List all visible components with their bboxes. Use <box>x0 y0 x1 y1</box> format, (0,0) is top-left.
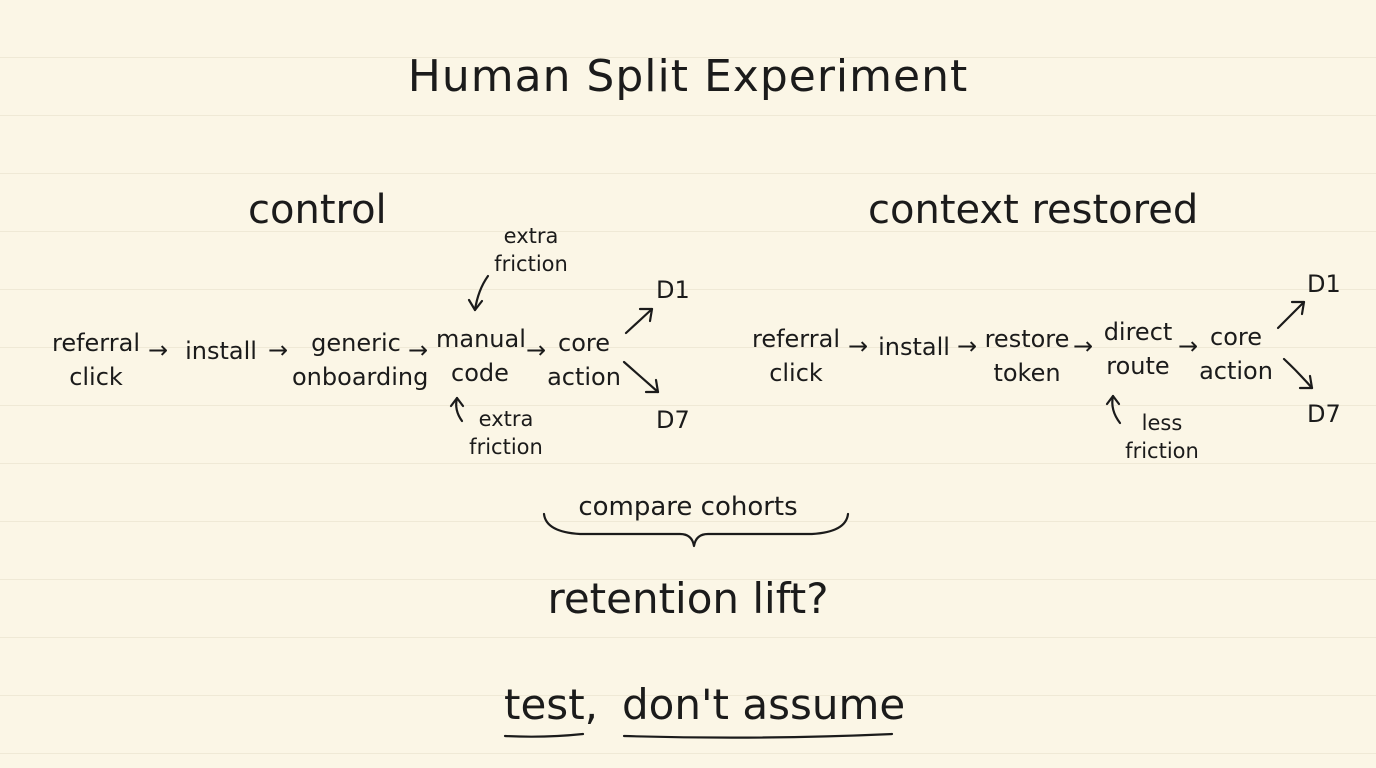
treatment-step-install: install <box>878 333 950 361</box>
control-step-generic-onboarding: generic onboarding <box>292 329 429 391</box>
flow-arrow: → <box>848 332 869 360</box>
control-step-referral-click: referral click <box>51 329 140 391</box>
control-step-install: install <box>185 337 257 365</box>
arrowhead <box>449 396 465 408</box>
control-outcome-d7: D7 <box>656 406 690 434</box>
compare-brace <box>542 512 850 548</box>
treatment-heading: context restored <box>868 187 1199 233</box>
treatment-step-core-action: core action <box>1199 323 1273 385</box>
arrowhead <box>467 298 484 312</box>
control-heading: control <box>248 187 387 233</box>
underline-dont-assume <box>622 732 894 739</box>
arrowhead <box>644 378 660 394</box>
pointer-extra-friction-top <box>473 274 490 312</box>
control-note-extra-friction-top: extra friction <box>494 224 568 276</box>
pointer-less-friction <box>1111 394 1122 425</box>
flow-arrow: → <box>1178 332 1199 360</box>
treatment-step-restore-token: restore token <box>984 325 1070 387</box>
treatment-step-direct-route: direct route <box>1103 318 1173 380</box>
control-note-extra-friction-bottom: extra friction <box>469 407 543 459</box>
flow-arrow: → <box>408 336 429 364</box>
treatment-step-referral-click: referral click <box>751 325 840 387</box>
arrow-to-d7 <box>1282 357 1314 390</box>
control-step-core-action: core action <box>547 329 621 391</box>
arrow-to-d1 <box>1276 300 1306 330</box>
takeaway-dont-assume: don't assume <box>622 680 906 729</box>
treatment-outcome-d1: D1 <box>1307 270 1341 298</box>
arrow-to-d7 <box>622 360 660 394</box>
takeaway-test: test, <box>504 680 599 729</box>
control-step-manual-code: manual code <box>436 325 526 387</box>
arrowhead <box>638 307 654 323</box>
control-outcome-d1: D1 <box>656 276 690 304</box>
flow-arrow: → <box>957 332 978 360</box>
treatment-outcome-d7: D7 <box>1307 400 1341 428</box>
arrow-to-d1 <box>624 307 654 335</box>
arrowhead <box>1298 374 1314 390</box>
flow-arrow: → <box>268 336 289 364</box>
arrowhead <box>1290 300 1306 316</box>
flow-arrow: → <box>148 336 169 364</box>
compare-cohorts-label: compare cohorts <box>578 492 798 522</box>
underline-test <box>503 732 585 738</box>
question-retention-lift: retention lift? <box>547 574 829 623</box>
flow-arrow: → <box>1073 332 1094 360</box>
arrowhead <box>1105 394 1121 406</box>
diagram-title: Human Split Experiment <box>407 51 969 102</box>
treatment-note-less-friction: less friction <box>1125 411 1199 463</box>
flow-arrow: → <box>526 336 547 364</box>
